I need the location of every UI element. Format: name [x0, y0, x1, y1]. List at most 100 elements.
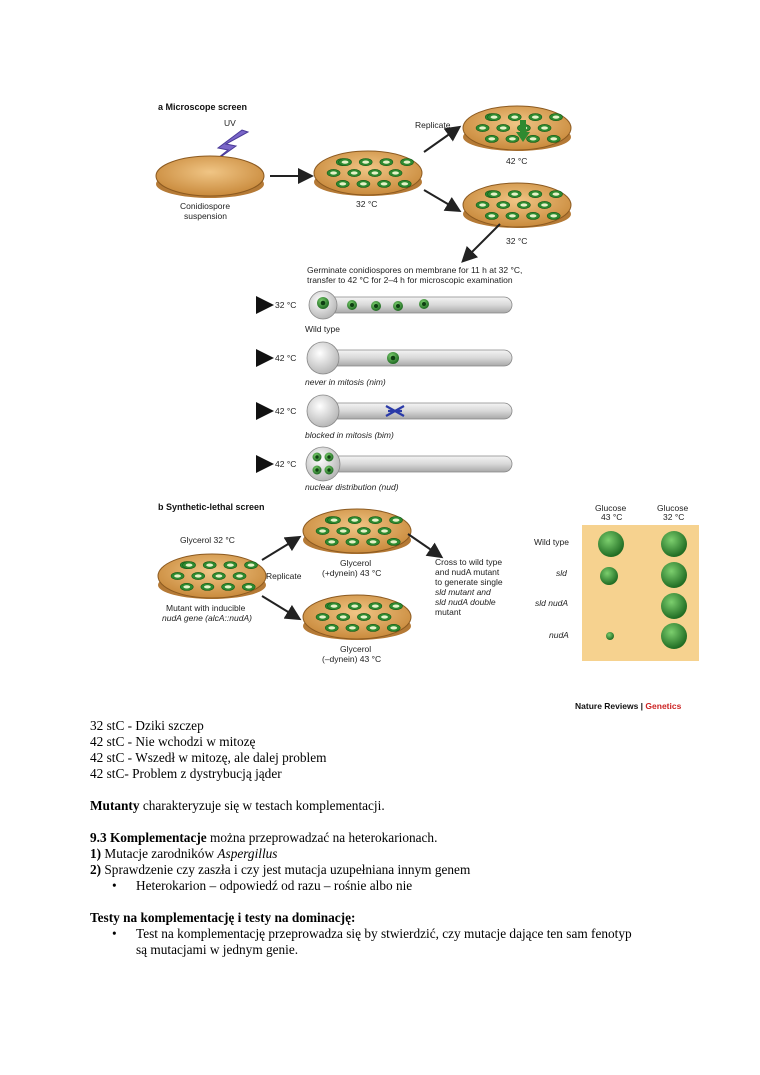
colony-dot-center	[194, 574, 202, 578]
arrow-to-hyphae	[461, 223, 501, 263]
conidiospore-label: Conidiospore	[180, 201, 230, 211]
colony-dot-center	[380, 182, 388, 186]
colony-dot-center	[520, 203, 528, 207]
colony-sld-32	[661, 562, 687, 588]
colony-dot-center	[479, 203, 486, 207]
row-label-sld-nuda: sld nudA	[535, 598, 568, 608]
colony-dot-center	[509, 214, 516, 218]
mutant-line-2: nudA gene (alcA::nudA)	[162, 613, 252, 623]
cross-line-3: to generate single	[435, 577, 503, 587]
komplementacje-bold: 9.3 Komplementacje	[90, 830, 207, 845]
arrow-to-cross	[407, 533, 444, 559]
colony-dot-center	[550, 137, 558, 141]
bullet-heterokarion: •Heterokarion – odpowiedź od razu – rośn…	[90, 878, 632, 894]
colony-dot-center	[350, 171, 358, 175]
colony-dot-center	[531, 115, 539, 119]
colony-dot-center	[215, 574, 223, 578]
plate-32c-temp: 32 °C	[356, 199, 377, 209]
conidiospore-plate	[155, 155, 265, 198]
colony-dot-center	[392, 171, 399, 175]
bullet-test-line-1: •Test na komplementację przeprowadza się…	[90, 926, 632, 942]
colony-dot-center	[339, 615, 347, 619]
komplementacje-rest: można przeprowadzać na heterokarionach.	[206, 830, 438, 845]
mutanty-bold: Mutanty	[90, 798, 140, 813]
colony-dot-center	[382, 160, 390, 164]
colony-dot-center	[360, 182, 367, 186]
item-1-italic: Aspergillus	[217, 846, 278, 861]
genetics-figure: a Microscope screen UV Conidiospore susp…	[155, 102, 699, 711]
row-temp-32: 32 °C	[275, 300, 296, 310]
row-temp-42-nud: 42 °C	[275, 459, 296, 469]
plate-32c-master-temp: 32 °C	[506, 236, 527, 246]
colony-dot-center	[174, 574, 181, 578]
pointer-triangle-icon	[256, 455, 274, 473]
colony-dot-center	[511, 192, 519, 196]
colony-dot-center	[511, 115, 519, 119]
pointer-triangle-icon	[256, 296, 274, 314]
colony-dot-center	[185, 563, 193, 567]
colony-dot-center	[541, 126, 548, 130]
colony-dot-center	[245, 585, 253, 589]
temp-line-4: 42 stC- Problem z dystrybucją jąder	[90, 766, 282, 781]
colony-dot-center	[319, 529, 326, 533]
nud-caption: nuclear distribution (nud)	[305, 482, 399, 492]
colony-dot-center	[330, 518, 338, 522]
figure-credit: Nature Reviews | Genetics	[575, 701, 682, 711]
colony-dot-center	[360, 615, 368, 619]
hypha-row-bim: 42 °C	[256, 394, 513, 428]
list-item-2: 2) Sprawdzenie czy zaszła i czy jest mut…	[90, 862, 632, 878]
cross-line-4: sld mutant and	[435, 587, 491, 597]
colony-dot-center	[369, 626, 377, 630]
colony-dot-center	[351, 518, 359, 522]
plate-32c-master	[462, 182, 572, 228]
colony-dot-center	[371, 171, 379, 175]
colony-dot-center	[369, 540, 377, 544]
colony-dot-center	[499, 126, 507, 130]
colony-dot-center	[341, 160, 349, 164]
colony-dot-center	[403, 160, 411, 164]
colony-dot-center	[226, 563, 234, 567]
colony-sld-43	[600, 567, 618, 585]
glycerol-minus-label-2: (–dynein) 43 °C	[322, 654, 381, 664]
colony-dot-center	[552, 192, 560, 196]
colony-dot-center	[339, 182, 347, 186]
plate-32c	[313, 150, 423, 196]
bullet-heterokarion-text: Heterokarion – odpowiedź od razu – rośni…	[136, 878, 413, 893]
colony-dot-center	[490, 192, 498, 196]
colony-wild-type-32	[661, 531, 687, 557]
temp-line-3: 42 stC - Wszedł w mitozę, ale dalej prob…	[90, 750, 327, 765]
list-item-1: 1) Mutacje zarodników Aspergillus	[90, 846, 632, 862]
colony-dot-center	[247, 563, 255, 567]
colony-dot-center	[499, 203, 507, 207]
colony-dot-center	[392, 604, 400, 608]
colony-dot-center	[224, 585, 232, 589]
panel-b-title: b Synthetic-lethal screen	[158, 502, 265, 512]
colony-dot-center	[371, 518, 379, 522]
colony-dot-center	[381, 529, 388, 533]
colony-dot-center	[479, 126, 486, 130]
colony-dot-center	[529, 214, 537, 218]
colony-dot-center	[531, 192, 539, 196]
colony-dot-center	[529, 137, 537, 141]
glucose-43-head-1: Glucose	[595, 503, 626, 513]
germinate-line-1: Germinate conidiospores on membrane for …	[307, 265, 522, 275]
colony-dot-center	[392, 518, 400, 522]
colony-dot-center	[339, 529, 347, 533]
cross-line-5: sld nudA double	[435, 597, 496, 607]
colony-dot-center	[401, 182, 409, 186]
item-2-number: 2)	[90, 862, 102, 877]
colony-dot-center	[349, 540, 356, 544]
colony-dot-center	[390, 626, 398, 630]
credit-main: Nature Reviews	[575, 701, 639, 711]
glucose-32-head-2: 32 °C	[663, 512, 684, 522]
hypha-row-nim: 42 °C	[256, 341, 513, 375]
suspension-label: suspension	[184, 211, 227, 221]
colony-dot-center	[183, 585, 191, 589]
colony-sld-nuda-32	[661, 593, 687, 619]
colony-dot-center	[381, 615, 388, 619]
temp-line-1: 32 stC - Dziki szczep	[90, 718, 204, 733]
row-label-wild-type: Wild type	[534, 537, 569, 547]
colony-dot-center	[488, 214, 496, 218]
panel-a-title: a Microscope screen	[158, 102, 247, 112]
bullet-icon: •	[112, 926, 117, 941]
